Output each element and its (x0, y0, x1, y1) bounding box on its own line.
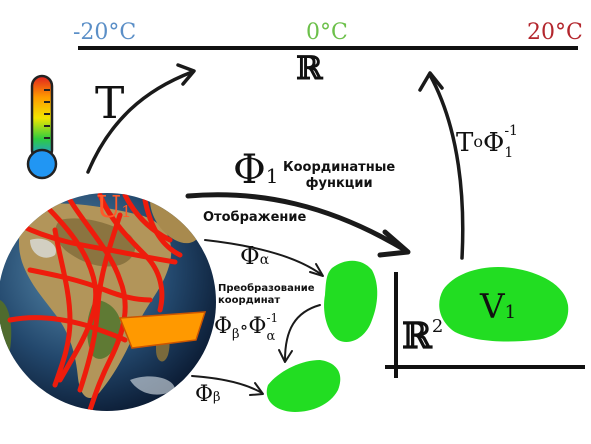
R2-main: ℝ (402, 315, 432, 357)
orange-region (118, 311, 207, 349)
transition-sub-a: α (266, 329, 276, 344)
label-V1: V1 (480, 290, 516, 324)
real-axis-symbol: ℝ (296, 49, 323, 87)
label-U1: U1 (96, 193, 131, 223)
R2-sup: 2 (431, 316, 444, 337)
composite-sup: -1 (504, 123, 518, 139)
scale-mid-label: 0°C (306, 20, 348, 45)
scale-right-label: 20°C (527, 20, 583, 45)
label-phi-alpha: Φα (240, 244, 269, 268)
thermometer-icon (26, 74, 58, 180)
arrow-phi1 (185, 192, 411, 258)
V1-sub: 1 (504, 302, 517, 323)
transition-circ: ∘ (239, 317, 249, 338)
arrow-T (86, 63, 196, 174)
arrow-T-composite (418, 71, 465, 260)
transition-phi-a: Φ (248, 314, 267, 339)
coord-transform-label: Преобразование координат (218, 283, 315, 306)
transition-sup: -1 (266, 311, 279, 325)
U1-main: U (96, 190, 122, 225)
arrow-phi-beta (191, 375, 264, 396)
phi-alpha-main: Φ (240, 242, 260, 270)
coord-functions-label: Координатные функции (283, 160, 396, 192)
composite-phi: Φ (482, 128, 505, 158)
arrow-phi-alpha (204, 239, 324, 277)
red-lines (7, 193, 183, 411)
composite-sub: 1 (504, 145, 514, 161)
green-region-V1 (439, 266, 569, 342)
label-phi1: Φ1 (233, 150, 279, 190)
phi-beta-sub: β (213, 390, 221, 405)
green-region-beta (266, 360, 341, 412)
label-composite: ToΦ-1 1 (456, 124, 520, 160)
phi1-main: Φ (233, 147, 266, 193)
U1-sub: 1 (121, 202, 132, 221)
label-T: T (95, 78, 125, 129)
scale-left-label: -20°C (73, 20, 137, 45)
phi-alpha-sub: α (259, 252, 270, 268)
transition-phi-b: Φ (214, 314, 233, 339)
composite-T: T (456, 128, 474, 158)
transition-sub-b: β (232, 327, 240, 342)
V1-main: V (480, 287, 505, 327)
phi-beta-main: Φ (195, 382, 214, 407)
composite-circ: o (473, 132, 483, 151)
phi1-sub: 1 (265, 164, 279, 188)
green-region-alpha (324, 260, 378, 342)
mapping-label: Отображение (203, 210, 307, 225)
earth-globe (0, 193, 216, 411)
label-phi-beta: Φβ (195, 384, 221, 406)
arrow-transition (278, 304, 321, 363)
label-R2: ℝ2 (402, 315, 444, 357)
